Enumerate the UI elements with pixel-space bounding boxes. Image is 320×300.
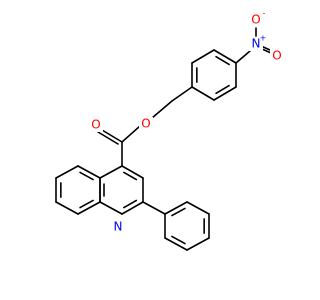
- nitrobenzyl-ring-double-bond: [215, 84, 230, 95]
- phenyl-ring-bond: [186, 201, 210, 215]
- phenyl-link-bond: [142, 201, 166, 215]
- label-bg: [139, 117, 153, 131]
- label-bg: [270, 49, 284, 63]
- atom-labels: N + O - O O O N: [89, 9, 284, 234]
- quinoline-n-label: N: [114, 220, 123, 234]
- pyridine-ring-bond: [121, 201, 144, 215]
- nitrobenzyl-ring-bond: [191, 49, 215, 64]
- benzo-ring-bond: [55, 201, 79, 215]
- label-bg: [249, 37, 263, 51]
- ester-o-double-label: O: [91, 118, 100, 132]
- pyridine-ring-bond: [99, 201, 123, 215]
- phenyl-ring-double-bond: [171, 235, 186, 245]
- benzo-ring-double-bond: [79, 199, 94, 209]
- phenyl-ring-bond: [186, 237, 210, 251]
- pyridine-ring-double-bond: [123, 199, 138, 209]
- nitrobenzyl-ring-bond: [191, 86, 215, 101]
- molecule-structure: N + O - O O O N: [55, 8, 284, 251]
- carbonyl-double-bond: [97, 131, 119, 145]
- carbonyl-bond: [101, 129, 123, 143]
- c-n-bond: [235, 50, 251, 64]
- nitro-o-top-label: O: [251, 13, 260, 27]
- nitrobenzyl-ring-double-bond: [215, 55, 230, 66]
- n-o-double-bond: [261, 48, 272, 54]
- ch2-o-bond: [151, 100, 173, 119]
- bonds: [55, 27, 272, 251]
- pyridine-ring-bond: [99, 165, 123, 179]
- benzo-ring-bond: [77, 165, 101, 179]
- label-bg: [111, 220, 125, 234]
- label-bg: [249, 13, 263, 27]
- phenyl-ring-bond: [164, 201, 188, 215]
- nitro-n-label: N: [252, 37, 261, 51]
- o-c-bond: [121, 125, 141, 143]
- ch2-bond: [171, 86, 193, 102]
- nitro-n-charge: +: [260, 34, 267, 43]
- pyridine-ring-bond: [121, 165, 144, 179]
- nitrobenzyl-ring-bond: [213, 49, 237, 64]
- nitro-o-charge: -: [263, 9, 266, 18]
- ester-o-single-label: O: [141, 117, 150, 131]
- pyridine-ring-double-bond: [123, 171, 138, 181]
- phenyl-ring-double-bond: [171, 207, 186, 217]
- benzo-ring-double-bond: [79, 171, 94, 181]
- benzo-ring-bond: [55, 165, 79, 179]
- benzo-ring-bond: [77, 201, 101, 215]
- phenyl-ring-bond: [164, 237, 188, 251]
- nitro-o-right-label: O: [272, 49, 281, 63]
- label-bg: [89, 118, 103, 132]
- nitrobenzyl-ring-bond: [213, 86, 237, 101]
